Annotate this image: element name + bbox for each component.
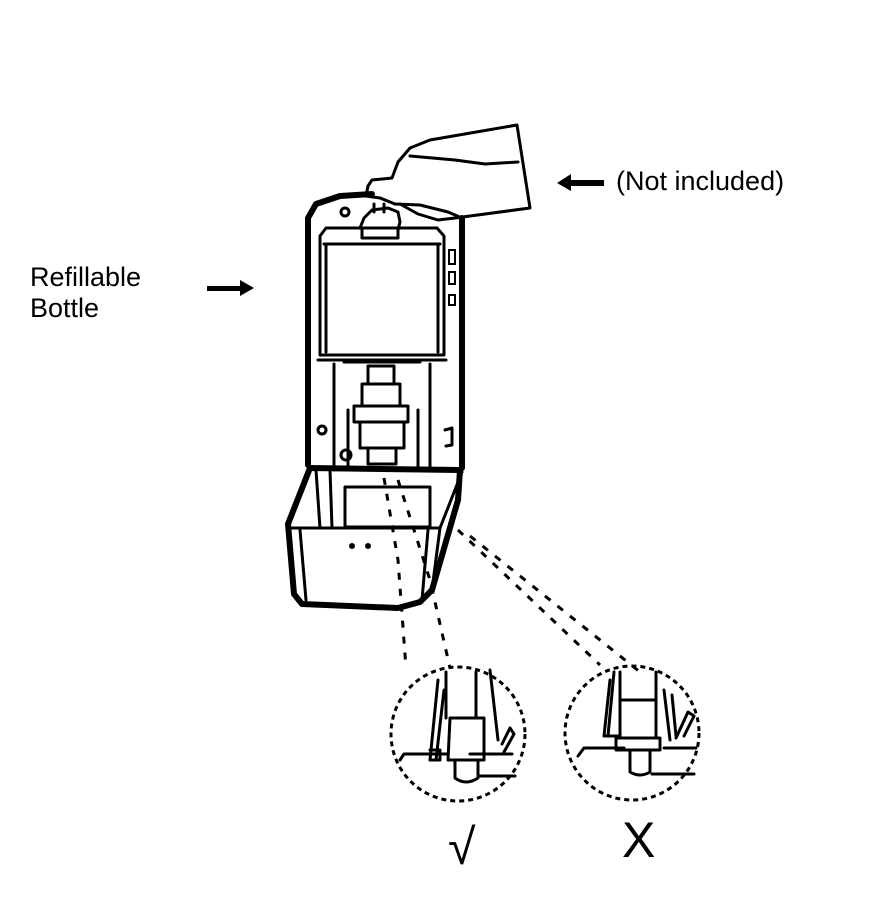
correct-installation-detail (389, 665, 527, 803)
incorrect-x-label: X (622, 812, 656, 868)
refillable-bottle-label: Refillable Bottle (30, 262, 141, 324)
correct-checkmark-label: √ (448, 819, 476, 875)
incorrect-installation-detail (563, 664, 701, 802)
arrow-right-icon (207, 280, 254, 296)
front-cover (285, 465, 464, 611)
refillable-bottle-label-line2: Bottle (30, 293, 100, 323)
refillable-bottle (316, 202, 448, 362)
leader-lines (382, 477, 641, 674)
dispenser-housing (305, 191, 465, 471)
refillable-bottle-label-line1: Refillable (30, 262, 142, 292)
arrow-left-icon (557, 174, 604, 191)
pump-mechanism (332, 360, 432, 472)
external-bottle (364, 123, 532, 222)
not-included-label: (Not included) (616, 166, 785, 196)
